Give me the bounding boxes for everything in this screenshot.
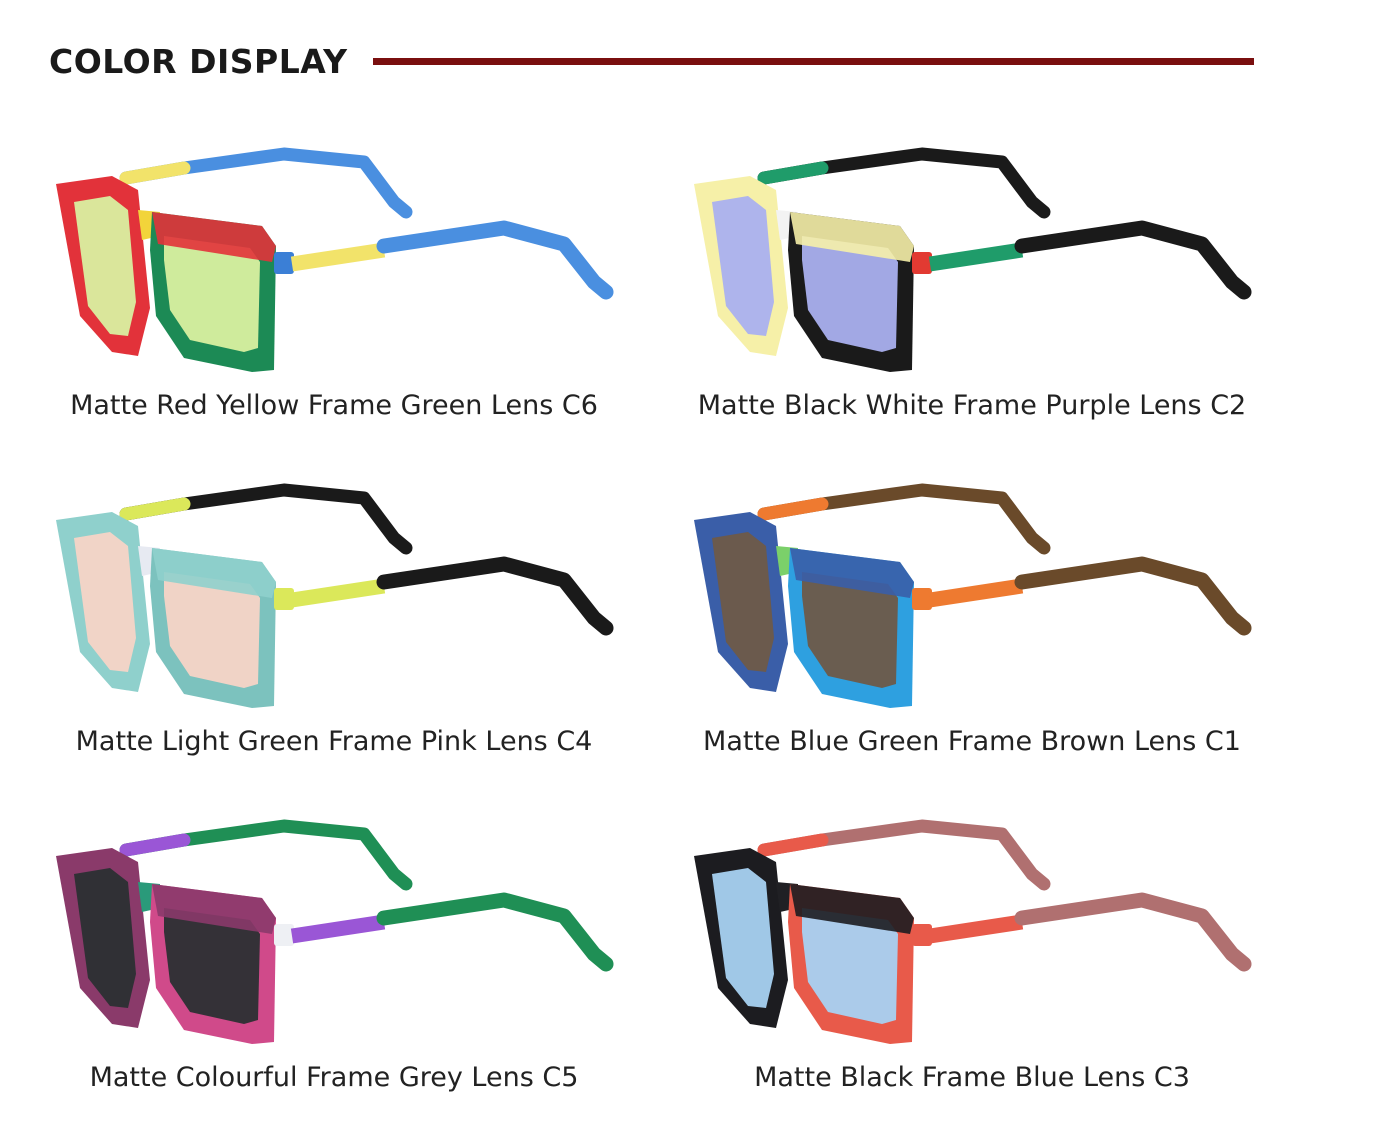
hinge [274, 924, 294, 946]
near-temple-front [928, 578, 1024, 608]
near-temple-front [290, 242, 386, 272]
left-lens [74, 196, 136, 336]
right-lens [802, 236, 898, 352]
right-lens [164, 908, 260, 1024]
product-card-c6[interactable]: Matte Red Yellow Frame Green Lens C6 [34, 140, 634, 430]
product-caption: Matte Blue Green Frame Brown Lens C1 [703, 726, 1241, 757]
hinge [912, 588, 932, 610]
back-temple-arm [757, 147, 1051, 219]
near-temple-front [290, 914, 386, 944]
left-lens [712, 196, 774, 336]
near-temple-arm [1014, 892, 1252, 972]
right-lens [802, 908, 898, 1024]
left-lens [712, 868, 774, 1008]
near-temple-arm [1014, 220, 1252, 300]
product-caption: Matte Black Frame Blue Lens C3 [754, 1062, 1190, 1093]
near-temple-arm [376, 220, 614, 300]
left-lens [74, 868, 136, 1008]
brow-bar [790, 884, 914, 934]
product-caption: Matte Red Yellow Frame Green Lens C6 [70, 390, 598, 421]
product-caption: Matte Black White Frame Purple Lens C2 [697, 390, 1247, 421]
sunglasses-image-c3 [694, 819, 1252, 1044]
back-temple-arm [757, 819, 1051, 891]
product-caption: Matte Light Green Frame Pink Lens C4 [75, 726, 593, 757]
product-card-c3[interactable]: Matte Black Frame Blue Lens C3 [672, 812, 1272, 1102]
near-temple-arm [376, 556, 614, 636]
right-lens [164, 236, 260, 352]
right-lens [802, 572, 898, 688]
back-temple-front [757, 833, 829, 857]
back-temple-arm [119, 147, 413, 219]
right-lens [164, 572, 260, 688]
section-title: COLOR DISPLAY [49, 42, 348, 81]
back-temple-front [757, 497, 829, 521]
back-temple-front [119, 833, 191, 857]
near-temple-arm [376, 892, 614, 972]
title-divider-line [373, 58, 1254, 65]
hinge [912, 252, 932, 274]
sunglasses-image-c1 [694, 483, 1252, 708]
back-temple-front [757, 161, 829, 185]
hinge [912, 924, 932, 946]
hinge [274, 252, 294, 274]
product-card-c4[interactable]: Matte Light Green Frame Pink Lens C4 [34, 476, 634, 766]
sunglasses-image-c2 [694, 147, 1252, 372]
near-temple-front [290, 578, 386, 608]
section-header: COLOR DISPLAY [49, 38, 1259, 86]
near-temple-arm [1014, 556, 1252, 636]
product-card-c1[interactable]: Matte Blue Green Frame Brown Lens C1 [672, 476, 1272, 766]
left-lens [74, 532, 136, 672]
sunglasses-image-c6 [56, 147, 614, 372]
brow-bar [790, 548, 914, 598]
back-temple-arm [119, 819, 413, 891]
product-caption: Matte Colourful Frame Grey Lens C5 [89, 1062, 579, 1093]
sunglasses-image-c4 [56, 483, 614, 708]
back-temple-front [119, 497, 191, 521]
back-temple-arm [119, 483, 413, 555]
brow-bar [152, 884, 276, 934]
brow-bar [152, 548, 276, 598]
product-card-c5[interactable]: Matte Colourful Frame Grey Lens C5 [34, 812, 634, 1102]
brow-bar [790, 212, 914, 262]
left-lens [712, 532, 774, 672]
back-temple-arm [757, 483, 1051, 555]
sunglasses-image-c5 [56, 819, 614, 1044]
back-temple-front [119, 161, 191, 185]
brow-bar [152, 212, 276, 262]
hinge [274, 588, 294, 610]
near-temple-front [928, 914, 1024, 944]
near-temple-front [928, 242, 1024, 272]
product-card-c2[interactable]: Matte Black White Frame Purple Lens C2 [672, 140, 1272, 430]
